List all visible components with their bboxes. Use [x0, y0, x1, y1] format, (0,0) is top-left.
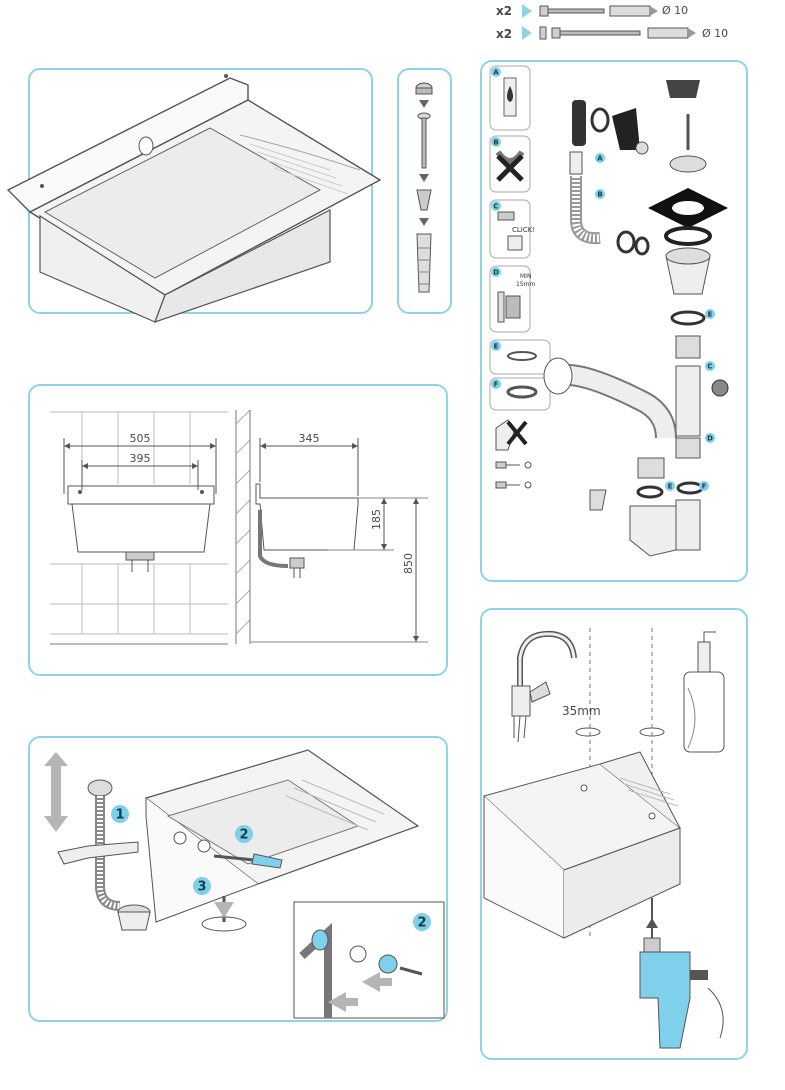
badge-c-tip-label: C — [493, 203, 498, 211]
step-2-label: 2 — [239, 828, 248, 843]
drain-install-steps: 1 2 3 2 — [111, 805, 431, 931]
badge-e-trap-label: E — [668, 483, 673, 491]
long-screw-icon — [559, 30, 641, 36]
step-3-badge: 3 — [193, 877, 211, 895]
hole-size-label: 35mm — [562, 704, 601, 718]
wall-plug-icon — [416, 233, 432, 293]
overflow-cover-icon — [572, 100, 586, 146]
strainer-icon — [669, 155, 707, 173]
step-2-detail-badge: 2 — [413, 913, 431, 931]
water-drop-icon — [507, 86, 513, 102]
gasket-bracket-icon — [57, 841, 139, 865]
badge-d-tip-label: D — [493, 269, 499, 277]
long-plug-icon — [647, 27, 689, 39]
click-label: CLICK! — [512, 226, 535, 234]
cap-icon — [415, 87, 433, 95]
row1-arrow-icon — [522, 4, 532, 18]
badge-e-tip-label: E — [494, 343, 499, 351]
wall-tiles — [50, 411, 228, 635]
badge-b-tip: B — [491, 137, 501, 147]
dim-depth: 345 — [299, 432, 320, 445]
hardware-row2-qty: x2 — [496, 27, 513, 41]
badge-a-part-label: A — [597, 155, 603, 163]
step-2-badge: 2 — [235, 825, 253, 843]
tap-hole-icon — [138, 136, 154, 156]
drain-assembly-illustration — [489, 65, 729, 557]
step-1-label: 1 — [115, 808, 124, 823]
hardware-row1-diameter: Ø 10 — [662, 4, 689, 17]
badge-e-tip: E — [491, 341, 501, 351]
dim-width-outer: 505 — [130, 432, 151, 445]
step-2-detail-label: 2 — [417, 916, 426, 931]
down-arrow-icon — [419, 100, 429, 108]
washer-icon — [539, 26, 547, 40]
standpipe-icon — [675, 365, 701, 437]
drill-icon — [639, 951, 691, 1049]
badge-f-tip-label: F — [494, 381, 499, 389]
hardware-legend: x2 Ø 10 x2 Ø 10 — [490, 0, 770, 50]
badge-f-tip: F — [491, 379, 501, 389]
hardware-row1-icons — [522, 4, 696, 40]
step-3-label: 3 — [197, 880, 206, 895]
no-sealant-cross-icon — [506, 420, 528, 446]
washer-icon — [416, 189, 432, 211]
badge-b-part: B — [595, 189, 605, 199]
gasket-plate-icon — [612, 108, 640, 150]
overflow-hole-icon — [40, 184, 44, 188]
badge-a-part: A — [595, 153, 605, 163]
drain-plug-icon — [666, 80, 700, 98]
badge-f-trap: F — [699, 481, 709, 491]
screw-icon — [421, 117, 427, 169]
fixing-sequence-illustration — [415, 82, 433, 293]
badge-a-tip-label: A — [493, 69, 499, 77]
trap-icon — [629, 505, 677, 557]
badge-e-trap: E — [665, 481, 675, 491]
badge-e-part-label: E — [708, 311, 713, 319]
badge-c-tip: C — [491, 201, 501, 211]
badge-b-tip-label: B — [493, 139, 498, 147]
up-down-arrow-icon — [44, 752, 68, 832]
overflow-rosette-icon — [378, 954, 398, 974]
sink-overview-illustration — [6, 74, 382, 323]
row2-arrow-icon — [522, 26, 532, 40]
wall-plug-icon — [609, 5, 651, 17]
badge-d-part-label: D — [707, 435, 713, 443]
faucet-drilling-illustration — [483, 628, 725, 1049]
badge-c-part-label: C — [707, 363, 712, 371]
badge-a-tip: A — [491, 67, 501, 77]
dim-mount-height: 850 — [402, 553, 415, 574]
min-label: MIN — [520, 273, 531, 280]
badge-e-part: E — [705, 309, 715, 319]
hardware-row1-qty: x2 — [496, 4, 513, 18]
badge-d-part: D — [705, 433, 715, 443]
screw-icon — [547, 8, 605, 14]
dim-bowl-height: 185 — [370, 509, 383, 530]
badge-d-tip: D — [491, 267, 501, 277]
badge-f-trap-label: F — [702, 483, 707, 491]
screw-head-icon — [539, 5, 549, 17]
dimensions-drawing: 505 395 345 185 850 — [50, 409, 428, 645]
badge-c-part: C — [705, 361, 715, 371]
soap-dispenser-icon — [697, 641, 711, 673]
nut-icon — [675, 335, 701, 359]
hardware-row2-diameter: Ø 10 — [702, 27, 729, 40]
badge-b-part-label: B — [597, 191, 602, 199]
down-arrow-icon — [214, 902, 234, 918]
step-1-badge: 1 — [111, 805, 129, 823]
min-value-label: 15mm — [516, 281, 535, 288]
cross-icon — [496, 154, 524, 182]
drain-badges: A B C CLICK! D MIN 15mm E F A B E C D E … — [491, 67, 715, 491]
dim-width-inner: 395 — [130, 452, 151, 465]
dimensions-panel — [28, 384, 448, 676]
screwdriver-icon — [251, 853, 283, 869]
